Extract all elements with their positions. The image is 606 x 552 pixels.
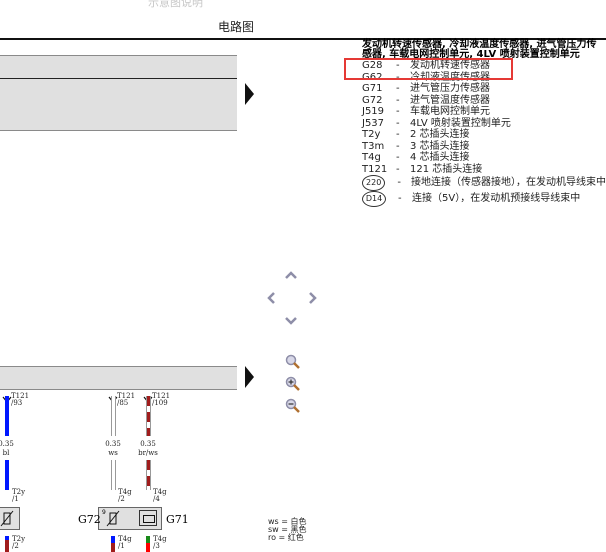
legend-heading: 发动机转速传感器, 冷却液温度传感器, 进气管压力传 感器, 车载电网控制单元,…: [362, 39, 597, 60]
zoom-out-icon[interactable]: [285, 398, 301, 418]
legend-panel: 发动机转速传感器, 冷却液温度传感器, 进气管压力传 感器, 车载电网控制单元,…: [362, 40, 606, 207]
legend-item[interactable]: T121-121 芯插头连接: [362, 163, 483, 175]
zoom-in-icon[interactable]: [285, 376, 301, 396]
expand-arrow-bottom-icon[interactable]: [245, 366, 254, 388]
diagram-bar-top-line: [0, 78, 237, 79]
component-label-g71: G71: [166, 513, 189, 526]
color-key: ws = 白色 sw = 黑色 ro = 红色: [268, 517, 307, 542]
legend-item[interactable]: T4g-4 芯插头连接: [362, 152, 470, 163]
component-g62[interactable]: [0, 507, 20, 530]
pan-up-icon[interactable]: [284, 270, 298, 280]
connector-label-t121-93: T121/93: [11, 392, 30, 407]
wire-bl[interactable]: [5, 460, 9, 490]
connector-label-t121-85: T121/85: [117, 392, 136, 407]
pin-label-t4g-2: T4g/2: [118, 488, 132, 503]
pin-label-t2y-2: T2y/2: [12, 535, 26, 550]
highlight-box-g28: [344, 58, 513, 80]
header-divider: [0, 38, 606, 40]
wire-bl-br[interactable]: [111, 536, 115, 552]
pin-label-t4g-1: T4g/1: [118, 535, 132, 550]
wire-bl[interactable]: [5, 396, 9, 436]
legend-item-ground[interactable]: 220-接地连接（传感器接地），在发动机导线束中: [362, 175, 606, 191]
wire-bl-br[interactable]: [5, 536, 9, 552]
legend-item[interactable]: J537-4LV 喷射装置控制单元: [362, 117, 511, 129]
diagram-bar-bottom: [0, 366, 237, 390]
ground-point-icon: 220: [362, 175, 386, 191]
legend-item[interactable]: T3m-3 芯插头连接: [362, 140, 470, 152]
pan-right-icon[interactable]: [308, 291, 318, 305]
legend-item[interactable]: J519-车载电网控制单元: [362, 106, 490, 117]
pin-label-t4g-4: T4g/4: [153, 488, 167, 503]
wire-gn-ro[interactable]: [146, 536, 150, 552]
wire-ws[interactable]: [111, 460, 116, 490]
pan-left-icon[interactable]: [266, 291, 276, 305]
wire-br-ws[interactable]: [146, 396, 151, 436]
page-title: 电路图: [217, 20, 254, 34]
wire-br-ws[interactable]: [146, 460, 151, 490]
expand-arrow-top-icon[interactable]: [245, 83, 254, 105]
pin-number: 9: [102, 509, 106, 516]
pin-label-t4g-3: T4g/3: [153, 535, 167, 550]
legend-item[interactable]: G72-进气管温度传感器: [362, 94, 490, 106]
component-g72-g71[interactable]: 9: [98, 507, 162, 530]
connector-label-t121-109: T121/109: [152, 392, 171, 407]
component-label-g72: G72: [78, 513, 101, 526]
legend-item[interactable]: T2y-2 芯插头连接: [362, 129, 470, 140]
zoom-fit-icon[interactable]: [285, 354, 301, 374]
pan-down-icon[interactable]: [284, 316, 298, 326]
faded-header-text: 示意图说明: [148, 0, 203, 9]
legend-item[interactable]: G28-发动机转速传感器: [362, 60, 490, 71]
legend-item[interactable]: G62-冷却液温度传感器: [362, 71, 490, 83]
legend-item[interactable]: G71-进气管压力传感器: [362, 83, 490, 94]
diagram-bar-top: [0, 55, 237, 131]
wire-ws[interactable]: [111, 396, 116, 436]
pressure-sensor-symbol: [139, 510, 157, 526]
pin-label-t2y-1: T2y/1: [12, 488, 26, 503]
legend-item-connection[interactable]: D14-连接（5V），在发动机预接线导线束中: [362, 191, 606, 207]
connection-point-icon: D14: [362, 191, 386, 207]
